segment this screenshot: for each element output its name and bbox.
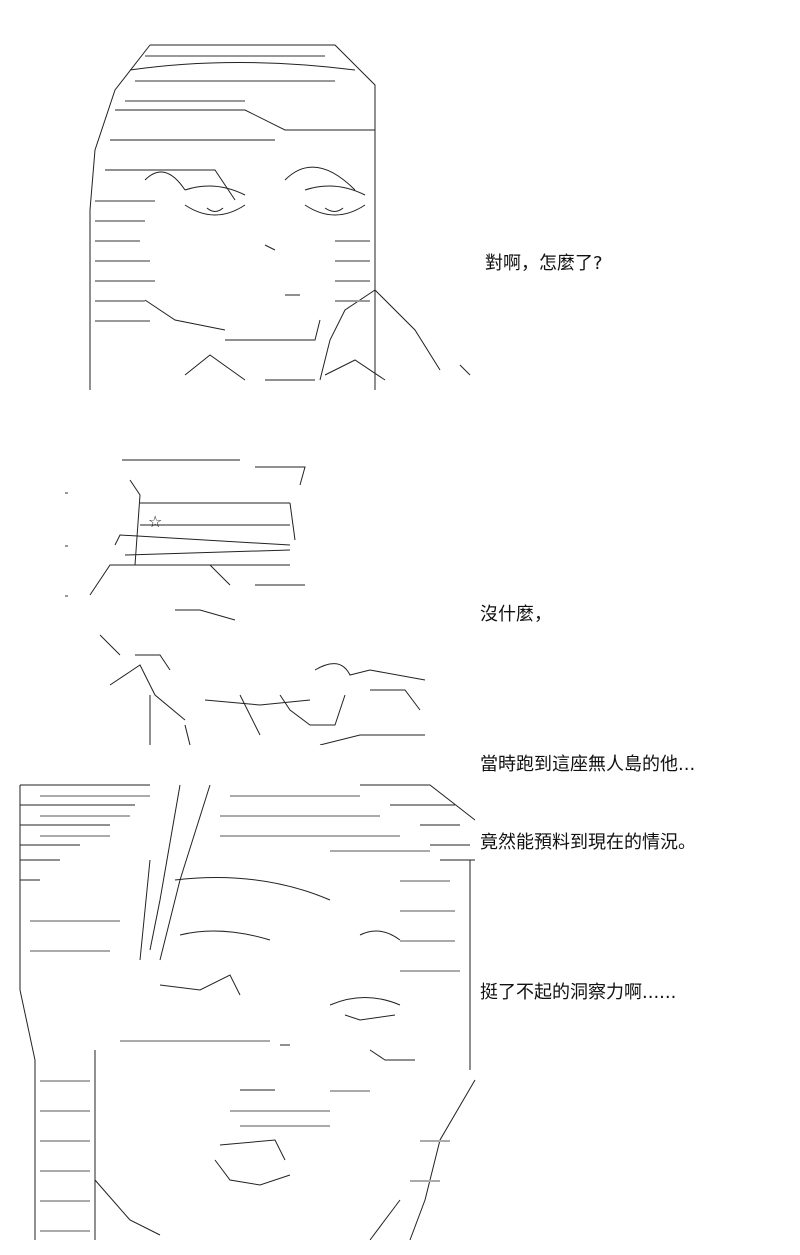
ascii-art-girl-closeup-face — [0, 780, 480, 1240]
dialogue-line: 對啊，怎麼了? — [485, 253, 603, 274]
svg-text:☆: ☆ — [148, 512, 162, 531]
panel-1: 對啊，怎麼了? — [0, 0, 800, 400]
dialogue-line: 挺了不起的洞察力啊...... — [480, 982, 677, 1003]
ascii-art-boy-with-officer-cap: ☆ — [60, 455, 450, 745]
dialogue-panel-2: 沒什麼， 當時跑到這座無人島的他... 竟然能預料到現在的情況。 挺了不起的洞察… — [480, 550, 696, 1058]
dialogue-line: 竟然能預料到現在的情況。 — [480, 832, 696, 853]
dialogue-gap — [480, 680, 696, 700]
panel-2: ☆ — [0, 440, 800, 1003]
ascii-art-girl-with-long-hair — [85, 40, 485, 390]
panel-3 — [0, 760, 800, 1240]
dialogue-line: 沒什麼， — [480, 604, 552, 625]
dialogue-panel-1: 對啊，怎麼了? — [485, 199, 603, 329]
dialogue-line: 當時跑到這座無人島的他... — [480, 754, 696, 775]
